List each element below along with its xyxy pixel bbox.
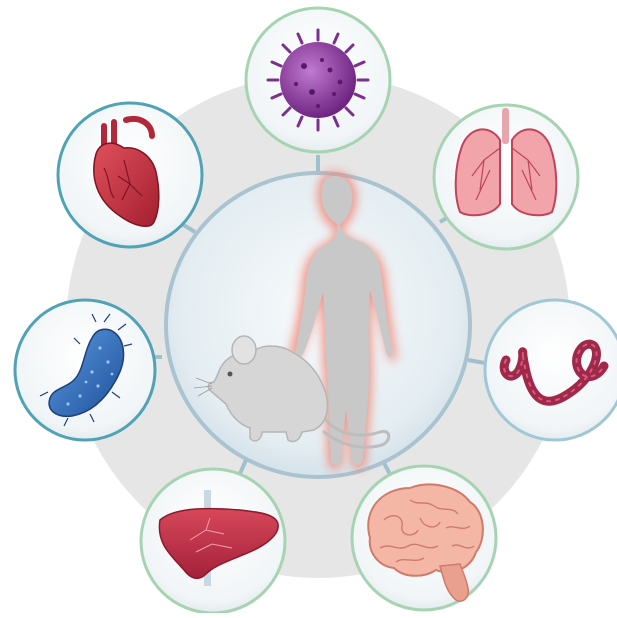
heart-satellite [58,103,202,247]
worm-satellite [485,300,617,440]
bacterium-satellite [15,300,155,440]
brain-satellite [352,466,496,610]
lungs-satellite [434,105,578,249]
virus-satellite [246,8,390,152]
virus-icon [268,30,368,130]
liver-satellite [141,469,285,613]
center-panel [166,172,470,477]
